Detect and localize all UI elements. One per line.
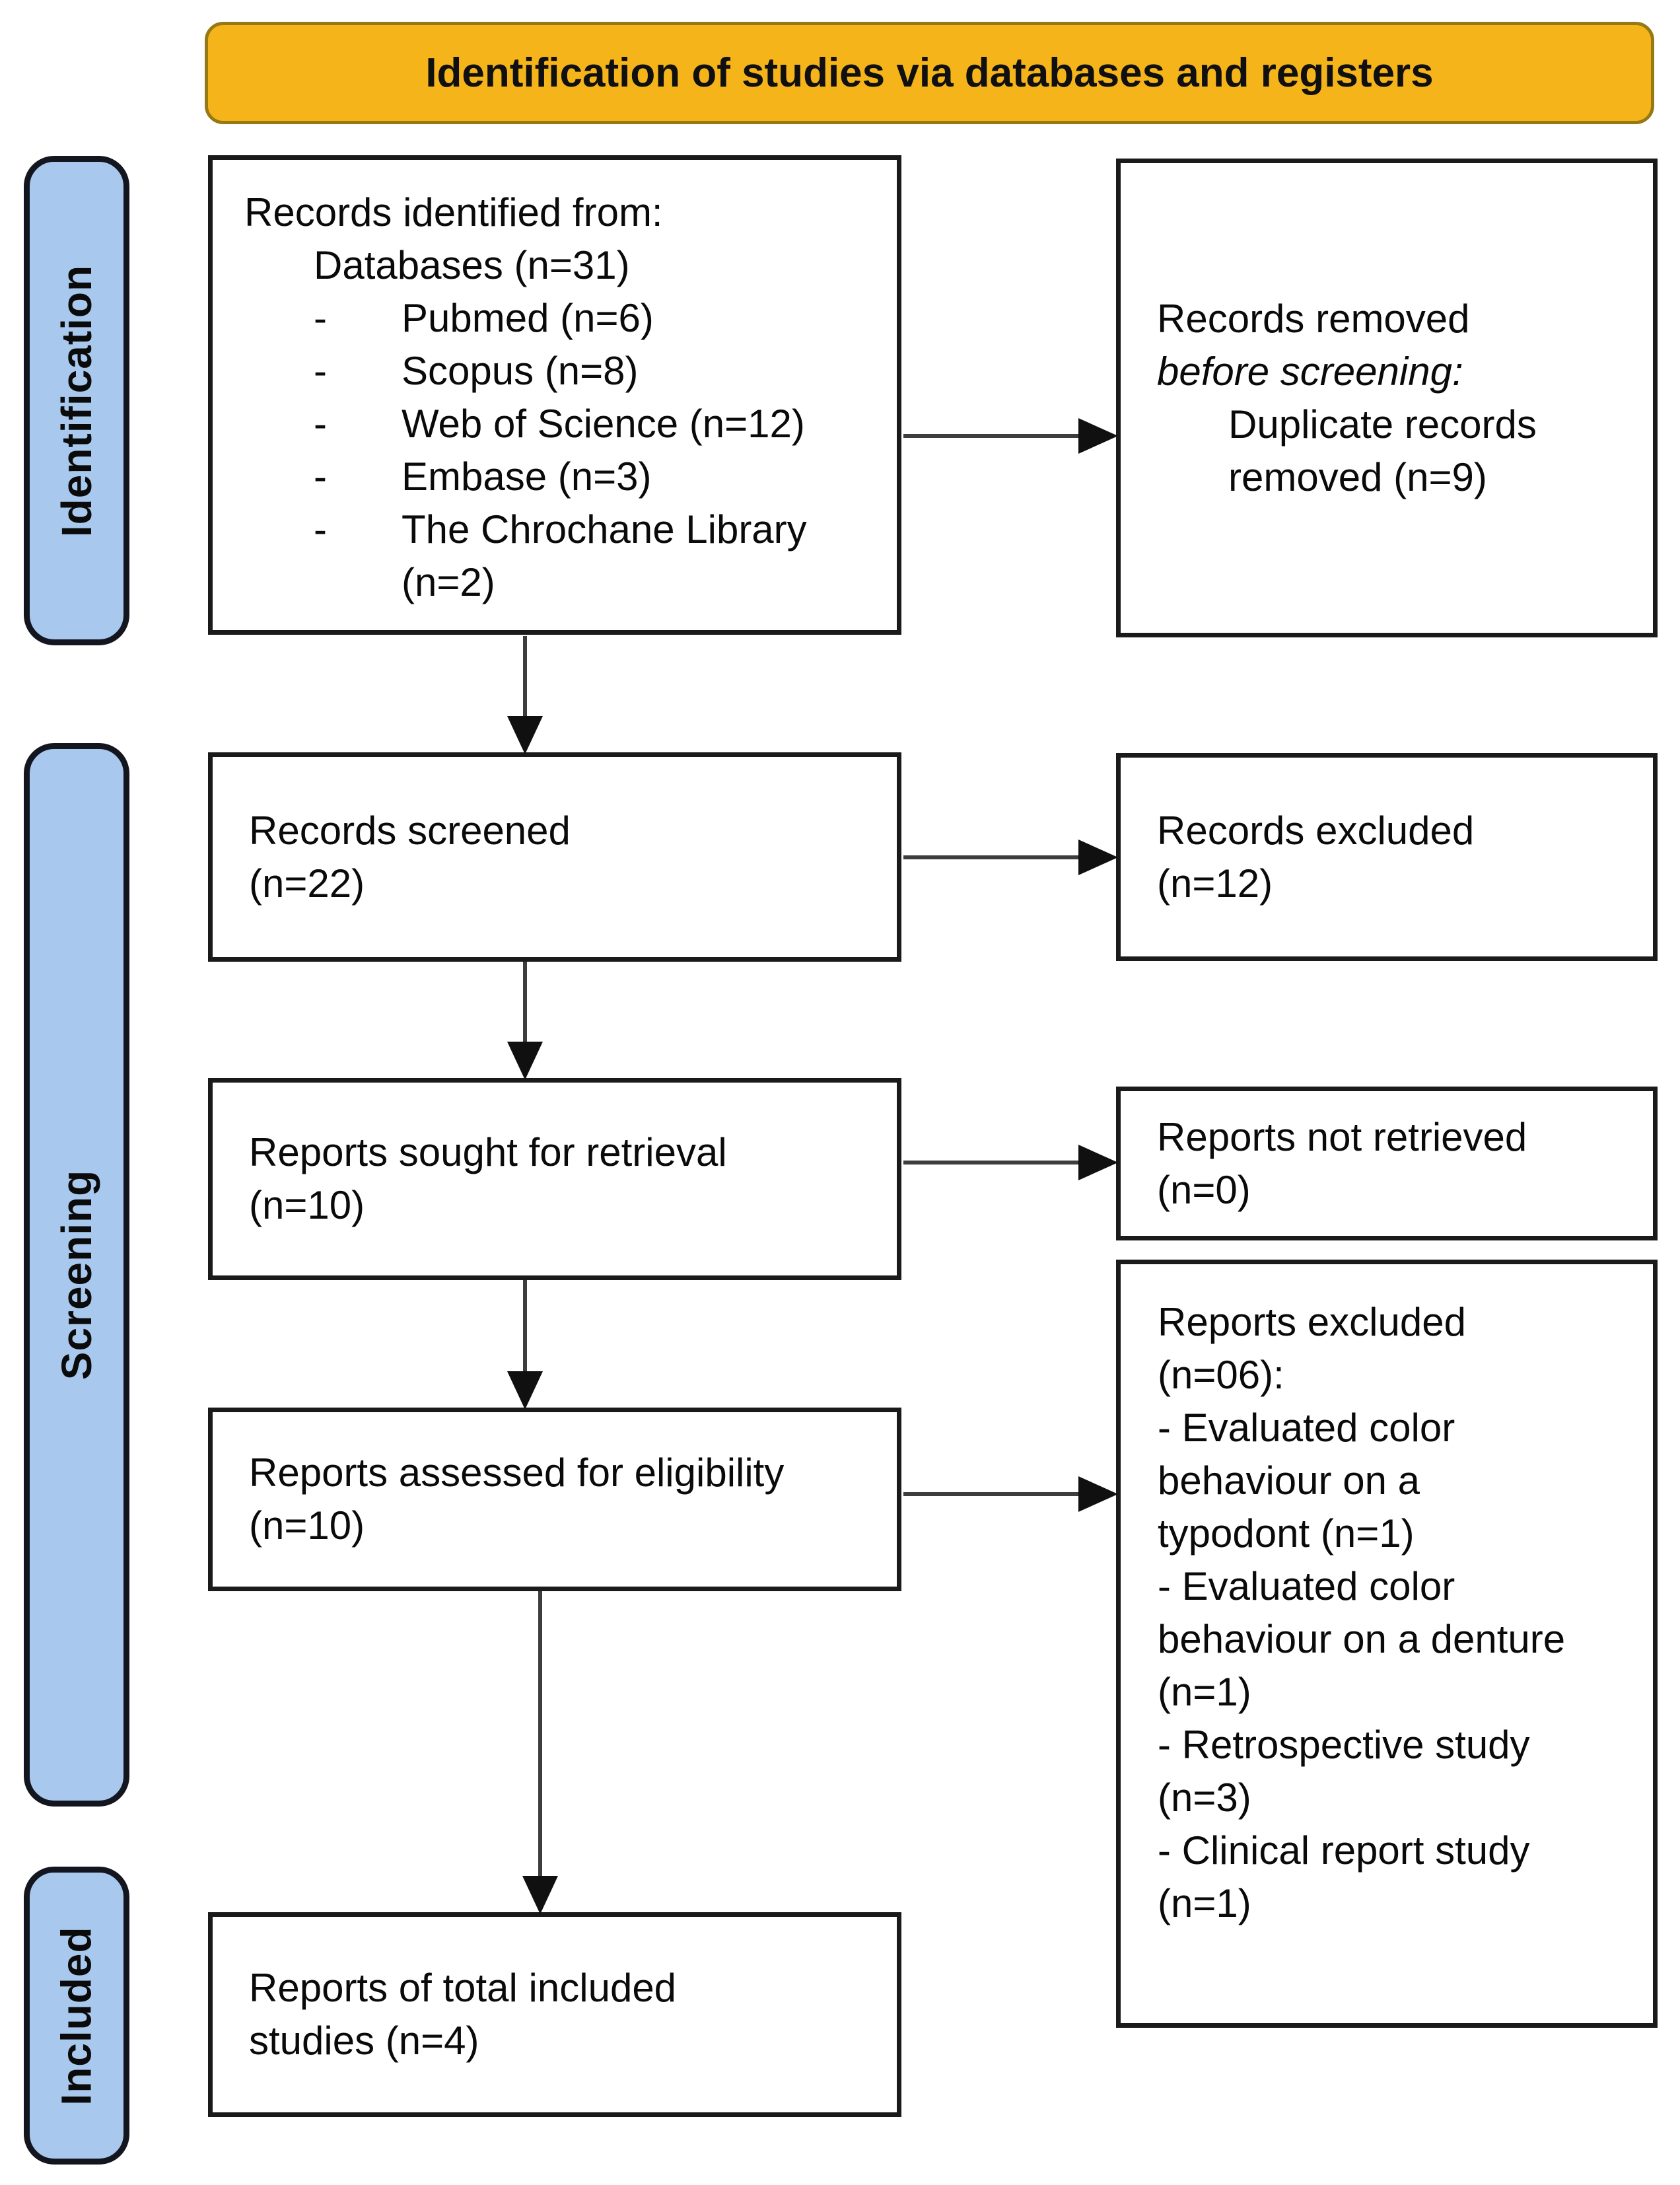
bullet-dash: - (314, 454, 327, 499)
arrow-assessed-to-reports-excluded (903, 1476, 1118, 1512)
reports-not-retrieved-box: Reports not retrieved (n=0) (1116, 1087, 1658, 1240)
records-removed-line: Records removed (1157, 296, 1470, 341)
records-excluded-box: Records excluded (n=12) (1116, 753, 1658, 961)
records-excluded-text: Records excluded (n=12) (1157, 808, 1475, 906)
records-identified-title: Records identified from: (244, 190, 663, 234)
reports-included-box: Reports of total included studies (n=4) (208, 1912, 901, 2117)
arrow-assessed-to-included (522, 1591, 558, 1914)
stage-label-identification: Identification (24, 156, 129, 645)
bullet-dash: - (314, 507, 327, 552)
database-item-text: Scopus (n=8) (402, 349, 639, 393)
arrow-screened-to-excluded (903, 840, 1118, 875)
records-removed-before-screening: before screening: (1157, 349, 1463, 394)
database-item-text: Web of Science (n=12) (402, 402, 805, 446)
bullet-dash: - (314, 402, 327, 446)
database-item: - Web of Science (n=12) (244, 398, 878, 450)
reports-assessed-text: Reports assessed for eligibility (n=10) (249, 1451, 785, 1548)
records-identified-subtitle: Databases (n=31) (314, 243, 630, 287)
reports-included-text: Reports of total included studies (n=4) (249, 1966, 677, 2063)
reports-sought-box: Reports sought for retrieval (n=10) (208, 1078, 901, 1280)
reports-assessed-box: Reports assessed for eligibility (n=10) (208, 1408, 901, 1591)
records-removed-box: Records removed before screening: Duplic… (1116, 159, 1658, 637)
records-screened-box: Records screened (n=22) (208, 752, 901, 962)
stage-label-screening-text: Screening (53, 1169, 100, 1380)
database-item: - Pubmed (n=6) (244, 292, 878, 345)
reports-excluded-text: Reports excluded (n=06): - Evaluated col… (1158, 1300, 1566, 1925)
stage-label-screening: Screening (24, 743, 129, 1807)
arrow-screened-to-sought (507, 962, 543, 1080)
stage-label-included-text: Included (53, 1925, 100, 2106)
stage-label-identification-text: Identification (53, 264, 100, 537)
database-item-text: The Chrochane Library (n=2) (402, 507, 807, 604)
database-item: - The Chrochane Library (n=2) (244, 503, 878, 609)
database-item-text: Embase (n=3) (402, 454, 652, 499)
database-item-text: Pubmed (n=6) (402, 296, 654, 340)
arrow-identified-to-screened (507, 636, 543, 754)
banner-title: Identification of studies via databases … (425, 50, 1434, 96)
arrow-sought-to-assessed (507, 1280, 543, 1410)
arrow-sought-to-not-retrieved (903, 1145, 1118, 1180)
records-screened-text: Records screened (n=22) (249, 808, 571, 906)
duplicate-records-line: Duplicate records (1228, 402, 1537, 447)
bullet-dash: - (314, 296, 327, 340)
duplicate-records-count: removed (n=9) (1228, 454, 1487, 499)
database-item: - Embase (n=3) (244, 450, 878, 503)
reports-sought-text: Reports sought for retrieval (n=10) (249, 1130, 727, 1227)
records-identified-box: Records identified from: Databases (n=31… (208, 155, 901, 635)
bullet-dash: - (314, 349, 327, 393)
banner: Identification of studies via databases … (205, 22, 1654, 124)
reports-not-retrieved-text: Reports not retrieved (n=0) (1157, 1114, 1527, 1212)
arrow-identified-to-removed (903, 418, 1118, 454)
database-item: - Scopus (n=8) (244, 345, 878, 398)
reports-excluded-box: Reports excluded (n=06): - Evaluated col… (1116, 1260, 1658, 2028)
stage-label-included: Included (24, 1867, 129, 2165)
